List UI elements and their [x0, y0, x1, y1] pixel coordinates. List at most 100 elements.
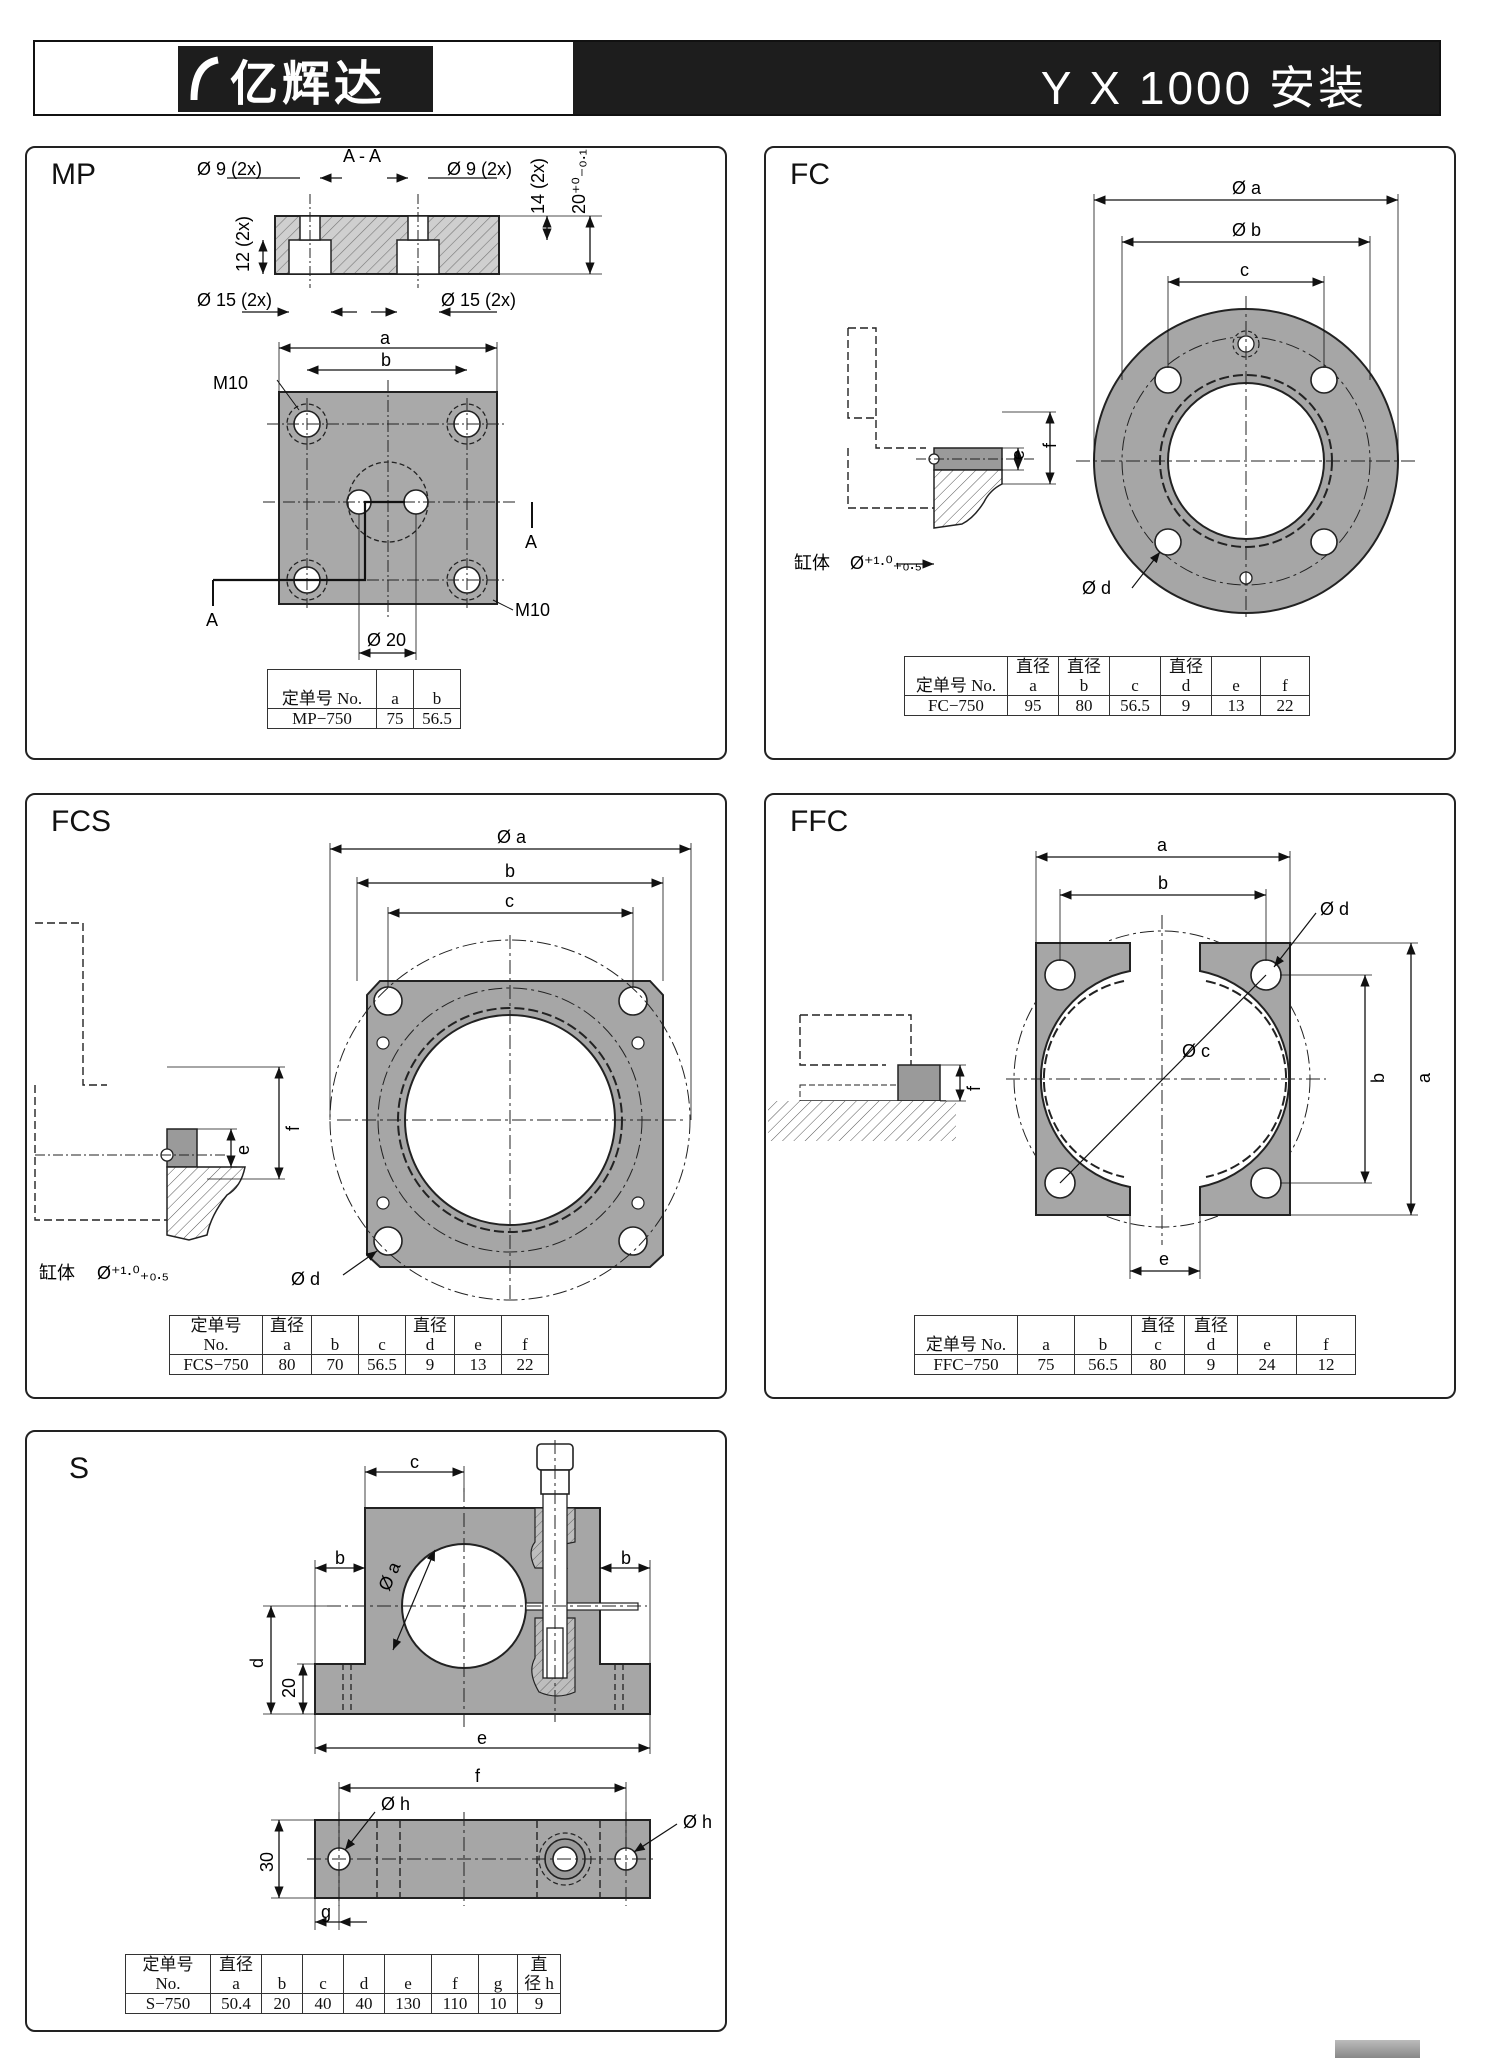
- table-cell: 40: [343, 1993, 385, 2014]
- table-header: 直径 a: [210, 1954, 262, 1994]
- table-cell: 70: [311, 1354, 359, 1375]
- table-row: S−750 50.4 20 40 40 130 110 10 9: [125, 1993, 561, 2014]
- table-header: f: [431, 1954, 479, 1994]
- table-cell: 80: [262, 1354, 312, 1375]
- panel-title: S: [69, 1452, 90, 1485]
- ffc-dim-b-vertical: b: [1368, 1073, 1388, 1083]
- table-cell: 12: [1296, 1354, 1356, 1375]
- panel-mp: MP Ø 9 (2x) A - A Ø 9 (2x) Ø 15 (2x): [25, 146, 727, 760]
- table-cell: FC−750: [904, 695, 1008, 716]
- logo-mark-icon: [190, 56, 219, 101]
- brand-logo: 亿辉达: [178, 46, 433, 112]
- fcs-tolerance: Ø⁺¹·⁰₊₀.₅: [97, 1263, 169, 1283]
- table-cell: 50.4: [210, 1993, 262, 2014]
- table-cell: 40: [302, 1993, 344, 2014]
- fc-tolerance: Ø⁺¹·⁰₊₀.₅: [850, 553, 922, 573]
- table-cell: 75: [1017, 1354, 1075, 1375]
- fcs-dim-f: f: [283, 1125, 303, 1131]
- ffc-dim-e: e: [1159, 1249, 1169, 1269]
- page-header: 亿辉达 Y X 1000 安装: [33, 40, 1441, 116]
- ffc-table: 定单号 No. a b 直径 c 直径 d e f FFC−750 75 56.…: [914, 1315, 1356, 1375]
- table-cell: 56.5: [1074, 1354, 1132, 1375]
- s-dim-g: g: [321, 1902, 331, 1922]
- table-cell: 9: [1160, 695, 1212, 716]
- fc-dim-b: Ø b: [1232, 220, 1261, 240]
- mp-h12: 12 (2x): [233, 216, 253, 272]
- s-dim-c: c: [410, 1452, 419, 1472]
- s-dim-h-left: Ø h: [381, 1794, 410, 1814]
- mp-d9-left: Ø 9 (2x): [197, 159, 262, 179]
- table-cell: 13: [454, 1354, 502, 1375]
- panel-title: FCS: [51, 805, 111, 838]
- fc-dim-c: c: [1240, 260, 1249, 280]
- ffc-drawing: f a b Ø c Ø d e b a: [768, 835, 1434, 1279]
- table-header: g: [478, 1954, 518, 1994]
- table-header: f: [501, 1315, 549, 1355]
- panel-fc: FC e f 缸体 Ø⁺¹·⁰₊₀.₅: [764, 146, 1456, 760]
- table-cell: 10: [478, 1993, 518, 2014]
- s-dim-30: 30: [257, 1852, 277, 1872]
- mp-section-label: A - A: [343, 148, 381, 166]
- fcs-dim-a: Ø a: [497, 827, 527, 847]
- table-cell: 75: [376, 708, 414, 729]
- table-header: 定单号 No.: [267, 669, 377, 709]
- table-header: 直径 b: [1058, 656, 1110, 696]
- table-cell: 22: [1260, 695, 1310, 716]
- panel-title: MP: [51, 158, 96, 191]
- table-header: 直径 c: [1131, 1315, 1185, 1355]
- table-row: FCS−750 80 70 56.5 9 13 22: [169, 1354, 549, 1375]
- fcs-dim-c: c: [505, 891, 514, 911]
- table-header: c: [1109, 656, 1161, 696]
- table-row: FC−750 95 80 56.5 9 13 22: [904, 695, 1310, 716]
- fcs-table: 定单号 No. 直径 a b c 直径 d e f FCS−750 80 70 …: [169, 1315, 549, 1375]
- table-row: FFC−750 75 56.5 80 9 24 12: [914, 1354, 1356, 1375]
- s-dim-e: e: [477, 1728, 487, 1748]
- mp-dim-a: a: [380, 328, 391, 348]
- table-cell: MP−750: [267, 708, 377, 729]
- table-cell: 110: [431, 1993, 479, 2014]
- ffc-dim-a-vertical: a: [1414, 1072, 1434, 1083]
- table-cell: FCS−750: [169, 1354, 263, 1375]
- ffc-dim-a: a: [1157, 835, 1168, 855]
- table-header: 定单号 No.: [914, 1315, 1018, 1355]
- mp-drawing: Ø 9 (2x) A - A Ø 9 (2x) Ø 15 (2x) Ø 15 (…: [197, 148, 602, 660]
- table-cell: 13: [1211, 695, 1261, 716]
- mp-d15-right: Ø 15 (2x): [441, 290, 516, 310]
- brand-name: 亿辉达: [230, 56, 387, 112]
- fcs-dim-d: Ø d: [291, 1269, 320, 1289]
- table-header: a: [376, 669, 414, 709]
- table-cell: 80: [1058, 695, 1110, 716]
- fc-dim-f: f: [1040, 442, 1060, 448]
- header-band: [573, 42, 1439, 114]
- panel-title: FC: [790, 158, 830, 191]
- mp-section-a-right: A: [525, 532, 537, 552]
- table-header: f: [1260, 656, 1310, 696]
- table-cell: S−750: [125, 1993, 211, 2014]
- table-header: b: [311, 1315, 359, 1355]
- fcs-dim-e: e: [233, 1145, 253, 1155]
- ffc-dim-b: b: [1158, 873, 1168, 893]
- mp-h14: 14 (2x): [528, 158, 548, 214]
- table-header: b: [413, 669, 461, 709]
- table-header: 直径 d: [1184, 1315, 1238, 1355]
- fc-drawing: e f 缸体 Ø⁺¹·⁰₊₀.₅ Ø a Ø b c Ø d: [794, 178, 1416, 618]
- table-cell: 56.5: [358, 1354, 406, 1375]
- mp-m10-bottom: M10: [515, 600, 550, 620]
- table-cell: 9: [1184, 1354, 1238, 1375]
- fcs-dim-b: b: [505, 861, 515, 881]
- table-header: 定单号 No.: [125, 1954, 211, 1994]
- ffc-dim-f: f: [964, 1085, 984, 1091]
- mp-section-a-left: A: [206, 610, 218, 630]
- table-cell: 9: [517, 1993, 561, 2014]
- s-dim-f: f: [475, 1766, 481, 1786]
- table-cell: 20: [261, 1993, 303, 2014]
- table-cell: 56.5: [413, 708, 461, 729]
- fcs-drawing: e f 缸体 Ø⁺¹·⁰₊₀.₅ Ø a b c Ø: [34, 827, 692, 1301]
- table-header: 直径 h: [517, 1954, 561, 1994]
- table-header: e: [1237, 1315, 1297, 1355]
- table-header: a: [1017, 1315, 1075, 1355]
- panel-s: S: [25, 1430, 727, 2032]
- mp-d9-right: Ø 9 (2x): [447, 159, 512, 179]
- table-cell: 56.5: [1109, 695, 1161, 716]
